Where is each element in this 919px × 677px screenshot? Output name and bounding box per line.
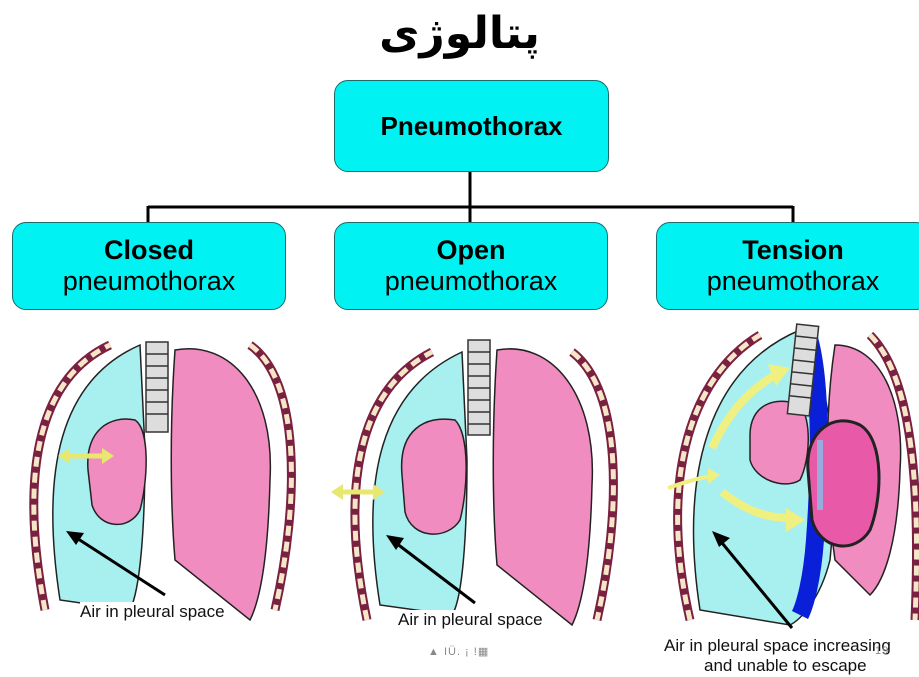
tree-connectors [148, 172, 793, 222]
tension-caption-line1: Air in pleural space increasing [664, 636, 891, 656]
slide-footer-marks: ▲ IÜ. ¡ !▦ [428, 645, 489, 658]
open-pneumothorax-box: Open pneumothorax [334, 222, 608, 310]
closed-pneumothorax-illustration [34, 342, 292, 620]
closed-caption: Air in pleural space [80, 602, 225, 622]
tension-title: Tension [742, 235, 844, 266]
open-pneumothorax-illustration [331, 340, 613, 625]
closed-trachea [146, 342, 168, 432]
closed-subtitle: pneumothorax [63, 266, 236, 297]
pneumothorax-root-box: Pneumothorax [334, 80, 609, 172]
closed-pneumothorax-box: Closed pneumothorax [12, 222, 286, 310]
open-right-lung [493, 349, 592, 625]
slide-page-number: 19 [875, 645, 889, 657]
root-label: Pneumothorax [380, 111, 562, 142]
open-title: Open [436, 235, 505, 266]
tension-subtitle: pneumothorax [707, 266, 880, 297]
tension-caption-line2: and unable to escape [704, 656, 867, 676]
open-caption: Air in pleural space [398, 610, 543, 630]
open-collapsed-lung [402, 419, 467, 534]
closed-right-lung [171, 349, 270, 620]
open-subtitle: pneumothorax [385, 266, 558, 297]
tension-pneumothorax-illustration [668, 324, 917, 628]
tension-pneumothorax-box: Tension pneumothorax [656, 222, 919, 310]
closed-title: Closed [104, 235, 194, 266]
closed-collapsed-lung [88, 419, 146, 524]
